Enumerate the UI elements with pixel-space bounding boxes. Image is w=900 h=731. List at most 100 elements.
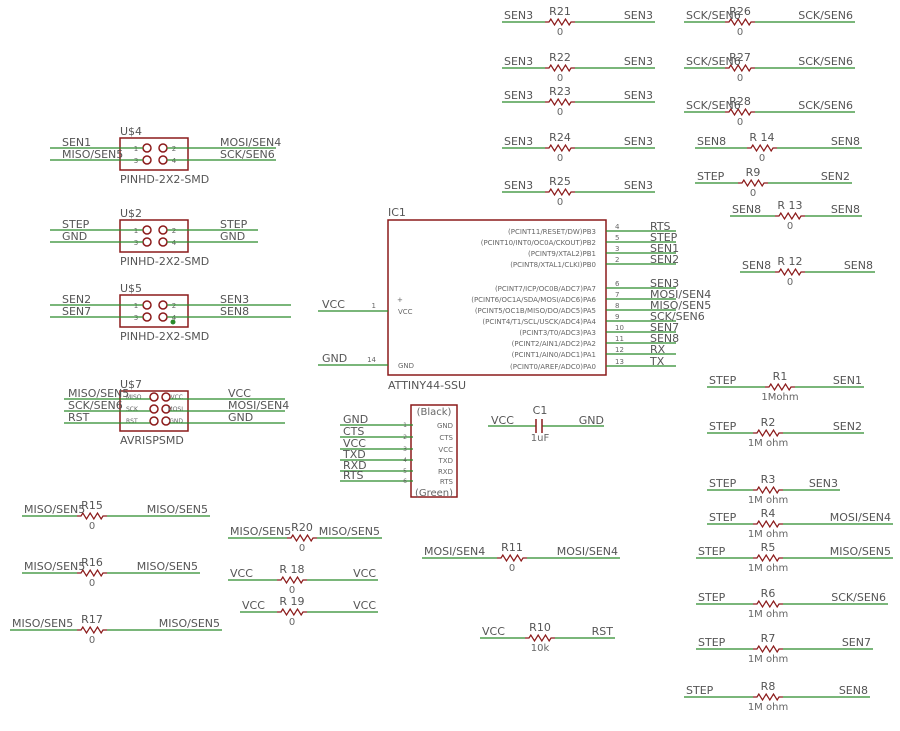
pin-number: 3 [134, 314, 138, 322]
resistor-ref: R6 [761, 587, 776, 600]
net-label: SEN8 [839, 684, 868, 697]
pin-name: (PCINT3/T0/ADC3)PA3 [519, 329, 596, 337]
net-label: SCK/SEN6 [798, 9, 853, 22]
resistor-ref: R25 [549, 175, 571, 188]
net-label: SEN3 [650, 277, 679, 290]
pad [142, 300, 152, 310]
pin-number: 11 [615, 335, 624, 343]
resistor-value: 0 [557, 153, 563, 164]
net-label: SEN8 [844, 259, 873, 272]
resistor-value: 0 [557, 197, 563, 208]
pin-name: (PCINT8/XTAL1/CLKI)PB0 [510, 261, 596, 269]
resistor-ref: R21 [549, 5, 571, 18]
net-label: SEN2 [650, 253, 679, 266]
pin-name: GND [398, 362, 414, 370]
net-label: SEN7 [62, 305, 91, 318]
resistor-ref: R2 [761, 416, 776, 429]
pin-number: 4 [172, 314, 177, 322]
pin-number: 2 [172, 145, 176, 153]
pin-number: 1 [134, 227, 138, 235]
net-label: SCK/SEN6 [798, 99, 853, 112]
pin-name: RST [126, 418, 138, 425]
header-package: PINHD-2X2-SMD [120, 255, 209, 268]
resistor-value: 10k [531, 643, 550, 654]
net-label: RST [68, 411, 90, 424]
pin-number: 2 [172, 227, 176, 235]
net-label: RX [650, 343, 666, 356]
net-label: MISO/SEN5 [68, 387, 129, 400]
ic-part: ATTINY44-SSU [388, 379, 466, 392]
net-label: GND [579, 414, 604, 427]
pin-number: 2 [615, 256, 619, 264]
resistor-ref: R5 [761, 541, 776, 554]
pin-name: RXD [438, 468, 453, 476]
pin-number: 13 [615, 358, 624, 366]
pin-name: VCC [171, 394, 183, 401]
net-label: MISO/SEN5 [62, 148, 123, 161]
pin-name: SCK [126, 406, 139, 413]
pin-name: (PCINT0/AREF/ADC0)PA0 [510, 363, 596, 371]
pad [142, 237, 152, 247]
net-label: MISO/SEN5 [650, 299, 711, 312]
pin-number: 2 [172, 302, 176, 310]
header-ref: U$4 [120, 125, 142, 138]
resistor-ref: R17 [81, 613, 103, 626]
resistor-ref: R27 [729, 51, 751, 64]
resistor-ref: R24 [549, 131, 571, 144]
pad [142, 143, 152, 153]
pin-name: (PCINT10/INT0/OC0A/CKOUT)PB2 [481, 239, 596, 247]
net-label: GND [343, 413, 368, 426]
net-label: MISO/SEN5 [830, 545, 891, 558]
net-label: GND [322, 352, 347, 365]
net-label: TX [649, 355, 665, 368]
net-label: SEN7 [650, 321, 679, 334]
resistor-ref: R 18 [279, 563, 304, 576]
resistor-value: 1M ohm [748, 654, 788, 665]
resistor-value: 0 [509, 563, 515, 574]
pin-name: TXD [438, 457, 453, 465]
resistor-value: 0 [557, 107, 563, 118]
pin-number: 14 [367, 356, 376, 364]
resistor-ref: R 14 [749, 131, 774, 144]
resistor-ref: R11 [501, 541, 523, 554]
resistor-value: 0 [289, 617, 295, 628]
resistor-ref: R22 [549, 51, 571, 64]
pin-number: 10 [615, 324, 624, 332]
